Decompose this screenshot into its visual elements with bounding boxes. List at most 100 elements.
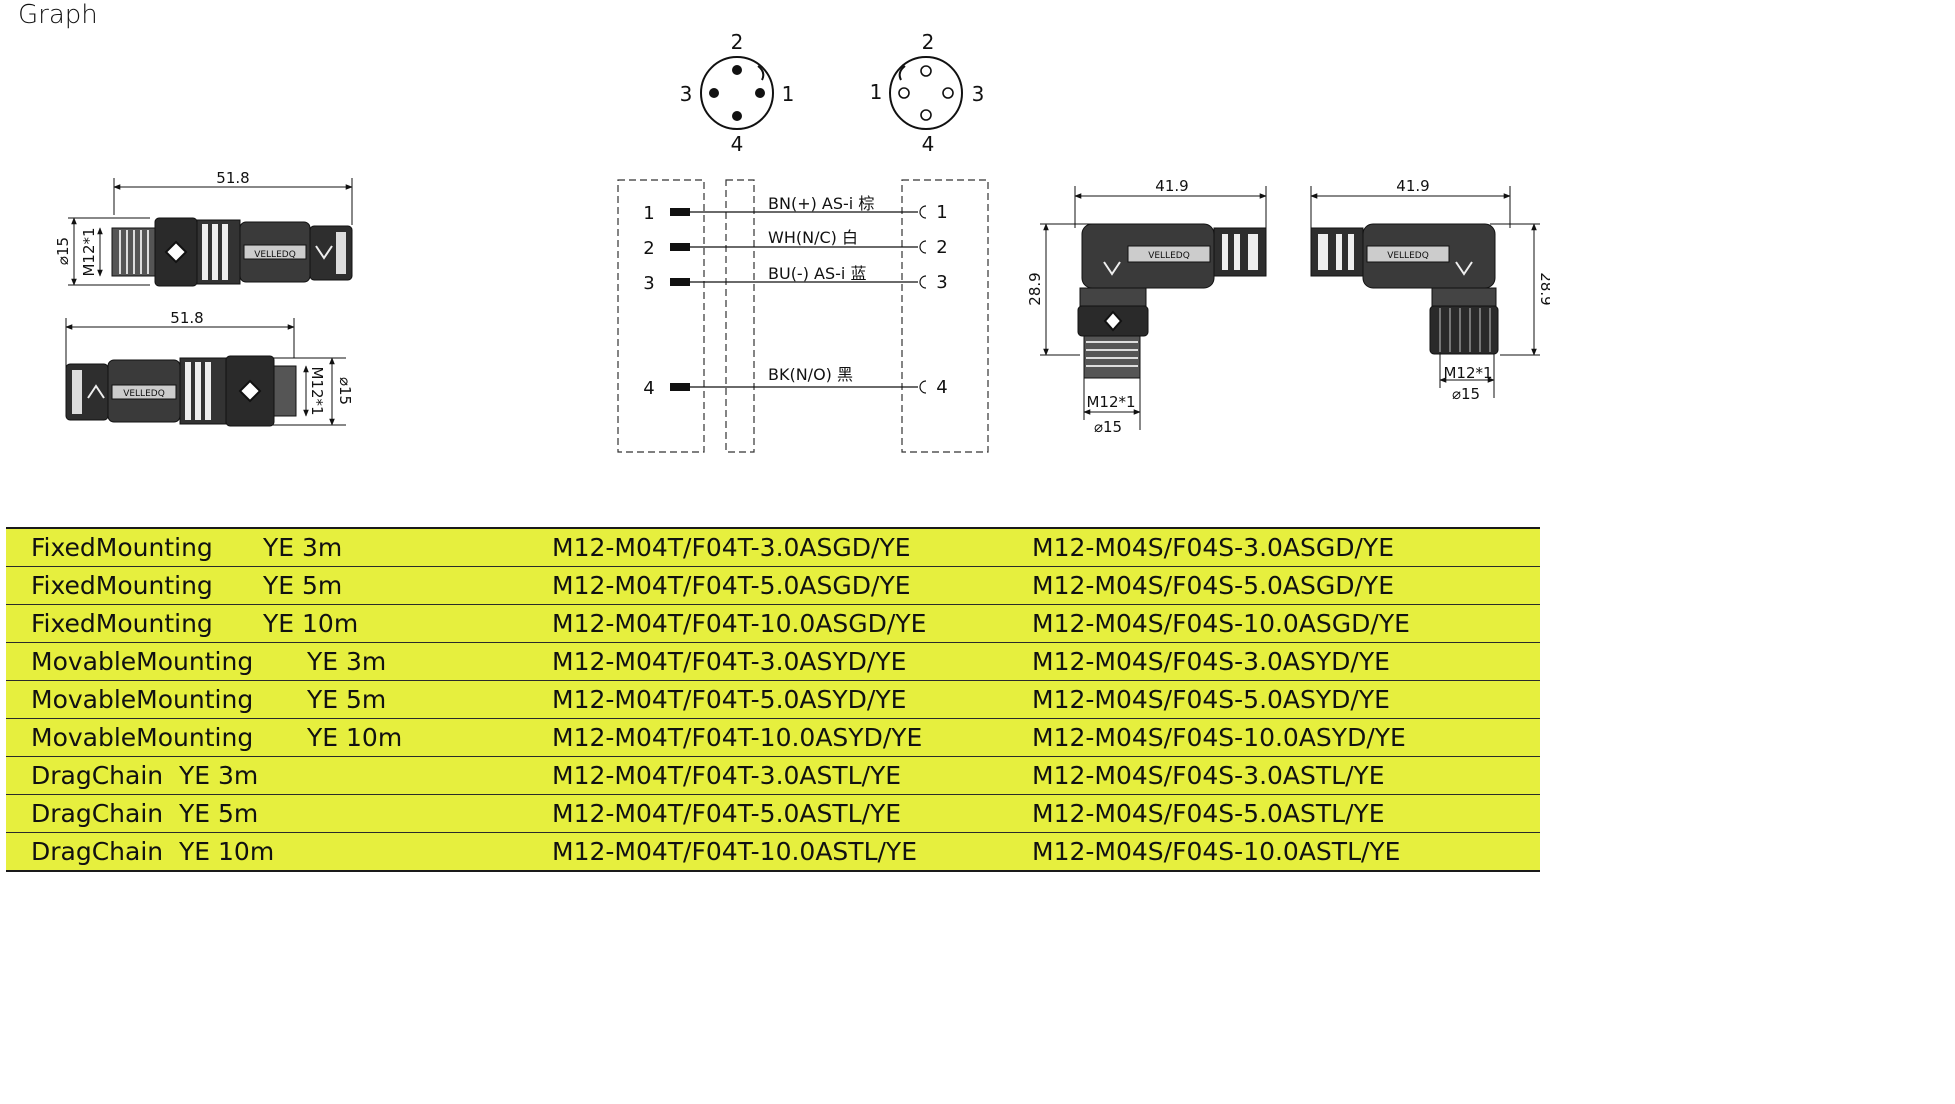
mount-type: MovableMounting bbox=[31, 647, 254, 676]
wire-label: BU(-) AS-i 蓝 bbox=[768, 264, 866, 283]
cell-mounting: MovableMounting YE 5m bbox=[6, 680, 552, 719]
female-pin-label: 3 bbox=[972, 82, 985, 106]
brand-mark: VELLEDQ bbox=[123, 389, 165, 399]
female-pin-label: 2 bbox=[922, 30, 935, 54]
mount-type: FixedMounting bbox=[31, 533, 213, 562]
page-title: Graph bbox=[18, 0, 98, 30]
dimension-height: 28.9 bbox=[1537, 272, 1550, 305]
table-row: MovableMounting YE 5m M12-M04T/F04T-5.0AS… bbox=[6, 680, 1540, 719]
cable-spec: YE 10m bbox=[179, 837, 275, 866]
wiring-left-pin: 3 bbox=[643, 273, 654, 294]
angled-connector-right: 41.9 28.9 VELLEDQ M12*1 ⌀15 bbox=[1310, 177, 1550, 403]
table-row: FixedMounting YE 5m M12-M04T/F04T-5.0ASGD… bbox=[6, 566, 1540, 605]
cell-mounting: MovableMounting YE 3m bbox=[6, 642, 552, 681]
dimension-height: 28.9 bbox=[1026, 272, 1044, 305]
wire-label: BN(+) AS-i 棕 bbox=[768, 194, 874, 213]
mount-type: DragChain bbox=[31, 761, 164, 790]
cable-spec: YE 10m bbox=[263, 609, 359, 638]
brand-mark: VELLEDQ bbox=[254, 250, 296, 260]
cell-m-code: M12-M04T/F04T-3.0ASYD/YE bbox=[552, 642, 1032, 681]
dimension-thread: M12*1 bbox=[1086, 393, 1135, 411]
wiring-right-pin: 1 bbox=[936, 202, 947, 223]
mount-type: FixedMounting bbox=[31, 571, 213, 600]
brand-mark: VELLEDQ bbox=[1387, 251, 1429, 261]
male-pin-label: 2 bbox=[731, 30, 744, 54]
cell-mounting: DragChain YE 5m bbox=[6, 794, 552, 833]
male-pin-label: 3 bbox=[680, 82, 693, 106]
dimension-diameter: ⌀15 bbox=[336, 377, 354, 405]
cell-s-code: M12-M04S/F04S-10.0ASGD/YE bbox=[1032, 604, 1540, 643]
wire-label: BK(N/O) 黑 bbox=[768, 365, 853, 384]
cell-mounting: DragChain YE 3m bbox=[6, 756, 552, 795]
cell-m-code: M12-M04T/F04T-5.0ASYD/YE bbox=[552, 680, 1032, 719]
dimension-width: 41.9 bbox=[1155, 177, 1188, 195]
table-row: FixedMounting YE 10m M12-M04T/F04T-10.0AS… bbox=[6, 604, 1540, 643]
cell-m-code: M12-M04T/F04T-10.0ASTL/YE bbox=[552, 832, 1032, 871]
cable-spec: YE 5m bbox=[263, 571, 343, 600]
male-pin-label: 1 bbox=[782, 82, 795, 106]
dimension-thread: M12*1 bbox=[80, 227, 98, 276]
cell-m-code: M12-M04T/F04T-3.0ASGD/YE bbox=[552, 527, 1032, 567]
cell-m-code: M12-M04T/F04T-3.0ASTL/YE bbox=[552, 756, 1032, 795]
straight-connector-bottom: 51.8 ⌀15 M12*1 VELLEDQ bbox=[65, 309, 354, 427]
female-pin-face: 2 1 3 4 bbox=[870, 30, 985, 156]
cell-mounting: DragChain YE 10m bbox=[6, 832, 552, 871]
angled-connector-left: 41.9 28.9 VELLEDQ M12*1 ⌀15 bbox=[1026, 177, 1267, 436]
cable-spec: YE 5m bbox=[307, 685, 387, 714]
wiring-right-pin: 2 bbox=[936, 237, 947, 258]
dimension-thread: M12*1 bbox=[308, 366, 326, 415]
brand-mark: VELLEDQ bbox=[1148, 251, 1190, 261]
male-pin-face: 2 3 1 4 bbox=[680, 30, 795, 156]
model-table: FixedMounting YE 3m M12-M04T/F04T-3.0ASGD… bbox=[6, 527, 1540, 872]
cell-m-code: M12-M04T/F04T-10.0ASGD/YE bbox=[552, 604, 1032, 643]
dimension-diameter: ⌀15 bbox=[1452, 385, 1480, 403]
straight-connector-top: 51.8 ⌀15 M12*1 VELLEDQ bbox=[54, 169, 353, 287]
cell-mounting: FixedMounting YE 3m bbox=[6, 527, 552, 567]
cell-mounting: FixedMounting YE 5m bbox=[6, 566, 552, 605]
cell-s-code: M12-M04S/F04S-3.0ASGD/YE bbox=[1032, 527, 1540, 567]
cable-spec: YE 3m bbox=[263, 533, 343, 562]
dimension-width: 41.9 bbox=[1396, 177, 1429, 195]
table-row: FixedMounting YE 3m M12-M04T/F04T-3.0ASGD… bbox=[6, 527, 1540, 567]
mount-type: DragChain bbox=[31, 799, 164, 828]
cell-s-code: M12-M04S/F04S-5.0ASGD/YE bbox=[1032, 566, 1540, 605]
cable-spec: YE 3m bbox=[307, 647, 387, 676]
dimension-diameter: ⌀15 bbox=[54, 237, 72, 265]
cell-mounting: FixedMounting YE 10m bbox=[6, 604, 552, 643]
table-row: MovableMounting YE 3m M12-M04T/F04T-3.0AS… bbox=[6, 642, 1540, 681]
cell-s-code: M12-M04S/F04S-5.0ASTL/YE bbox=[1032, 794, 1540, 833]
dimension-thread: M12*1 bbox=[1443, 364, 1492, 382]
female-pin-label: 1 bbox=[870, 80, 883, 104]
mount-type: MovableMounting bbox=[31, 685, 254, 714]
cell-m-code: M12-M04T/F04T-5.0ASTL/YE bbox=[552, 794, 1032, 833]
technical-drawing: 2 3 1 4 2 1 3 4 51.8 ⌀15 M12*1 bbox=[54, 30, 1550, 453]
cell-s-code: M12-M04S/F04S-3.0ASTL/YE bbox=[1032, 756, 1540, 795]
cell-s-code: M12-M04S/F04S-10.0ASYD/YE bbox=[1032, 718, 1540, 757]
wiring-right-pin: 3 bbox=[936, 272, 947, 293]
dimension-length: 51.8 bbox=[216, 169, 249, 187]
cable-spec: YE 10m bbox=[307, 723, 403, 752]
male-pin-label: 4 bbox=[731, 132, 744, 156]
dimension-length: 51.8 bbox=[170, 309, 203, 327]
cell-s-code: M12-M04S/F04S-5.0ASYD/YE bbox=[1032, 680, 1540, 719]
mount-type: FixedMounting bbox=[31, 609, 213, 638]
cell-m-code: M12-M04T/F04T-5.0ASGD/YE bbox=[552, 566, 1032, 605]
wiring-left-pin: 2 bbox=[643, 238, 654, 259]
mount-type: DragChain bbox=[31, 837, 164, 866]
wiring-diagram: 1 2 3 4 1 2 3 4 BN(+) AS-i 棕 WH(N/C) 白 B… bbox=[617, 179, 989, 453]
female-pin-label: 4 bbox=[922, 132, 935, 156]
wire-label: WH(N/C) 白 bbox=[768, 228, 858, 247]
wiring-left-pin: 4 bbox=[643, 378, 654, 399]
cable-spec: YE 3m bbox=[179, 761, 259, 790]
cable-spec: YE 5m bbox=[179, 799, 259, 828]
cell-s-code: M12-M04S/F04S-3.0ASYD/YE bbox=[1032, 642, 1540, 681]
wiring-right-pin: 4 bbox=[936, 377, 947, 398]
wiring-left-pin: 1 bbox=[643, 203, 654, 224]
cell-s-code: M12-M04S/F04S-10.0ASTL/YE bbox=[1032, 832, 1540, 871]
dimension-diameter: ⌀15 bbox=[1094, 418, 1122, 436]
table-row: DragChain YE 10m M12-M04T/F04T-10.0ASTL/Y… bbox=[6, 832, 1540, 871]
